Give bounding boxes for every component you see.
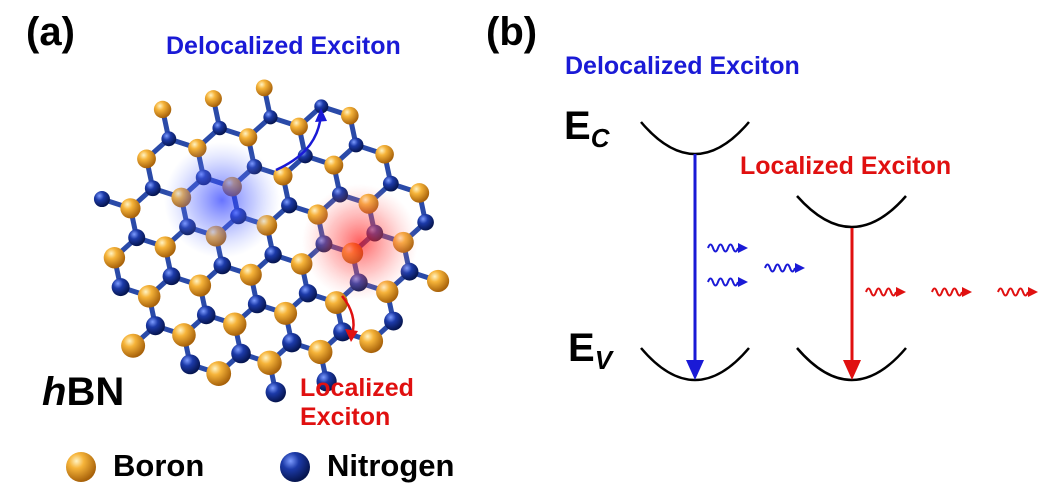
localized-photon-head xyxy=(896,287,906,297)
boron-atom xyxy=(137,285,161,308)
ev-main: E xyxy=(568,326,595,370)
nitrogen-atom xyxy=(264,245,282,264)
nitrogen-atom xyxy=(384,311,403,331)
nitrogen-atom xyxy=(297,148,313,164)
delocalized-arrow-head xyxy=(315,108,327,122)
localized-photon xyxy=(865,287,897,297)
nitrogen-atom xyxy=(161,131,177,147)
nitrogen-atom xyxy=(382,175,399,192)
valence-band-localized xyxy=(796,347,907,382)
nitrogen-atom xyxy=(144,180,161,197)
delocalized-transition-head xyxy=(686,360,704,380)
nitrogen-atom xyxy=(298,284,317,303)
boron-atom xyxy=(239,128,258,147)
localized-transition-head xyxy=(843,360,861,380)
boron-legend-icon xyxy=(66,452,96,482)
nitrogen-atom xyxy=(263,110,278,125)
delocalized-photon xyxy=(764,263,796,273)
boron-atom xyxy=(223,312,247,336)
localized-exciton-glow xyxy=(302,184,418,300)
emitted-photons xyxy=(707,243,1038,297)
nitrogen-atom xyxy=(162,267,181,286)
nitrogen-legend-label: Nitrogen xyxy=(327,448,455,483)
nitrogen-atom xyxy=(196,305,216,325)
nitrogen-atom xyxy=(247,294,267,314)
delocalized-motion-arrow xyxy=(275,114,323,172)
boron-atom xyxy=(154,236,176,258)
boron-atom xyxy=(290,117,308,136)
panel-a-label: (a) xyxy=(26,10,75,54)
localized-photon xyxy=(997,287,1029,297)
conduction-band-localized xyxy=(796,195,907,229)
exciton-glows xyxy=(164,142,418,300)
panel-a-delocalized-label: Delocalized Exciton xyxy=(166,32,401,60)
panel-a-localized-label-line1: Localized xyxy=(300,374,414,402)
nitrogen-atom xyxy=(348,137,364,153)
nitrogen-atom xyxy=(128,229,146,247)
delocalized-photon-head xyxy=(738,277,748,287)
boron-atom xyxy=(341,106,359,125)
boron-atom xyxy=(409,183,430,203)
delocalized-exciton-glow xyxy=(164,142,280,258)
delocalized-photon-head xyxy=(795,263,805,273)
nitrogen-atom xyxy=(282,333,302,353)
boron-atom xyxy=(359,329,384,354)
boron-atom xyxy=(120,198,141,219)
boron-atom xyxy=(239,263,262,286)
nitrogen-atom xyxy=(231,343,251,364)
boron-atom xyxy=(188,274,212,297)
ec-main: E xyxy=(564,104,591,148)
nitrogen-atom xyxy=(314,99,329,114)
boron-atom xyxy=(274,301,298,325)
panel-b-label: (b) xyxy=(486,10,538,54)
nitrogen-atom xyxy=(333,322,353,342)
boron-atom xyxy=(375,145,394,164)
nitrogen-atom xyxy=(265,381,286,403)
panel-b-delocalized-label: Delocalized Exciton xyxy=(565,52,800,80)
conduction-band-label: EC xyxy=(564,104,609,154)
localized-photon-head xyxy=(962,287,972,297)
panel-a-localized-label-line2: Exciton xyxy=(300,403,391,431)
boron-atom xyxy=(324,155,344,175)
hbn-label-prefix: h xyxy=(42,370,67,414)
localized-photon-head xyxy=(1028,287,1038,297)
boron-atom xyxy=(257,350,282,375)
localized-photon xyxy=(931,287,963,297)
boron-atom xyxy=(172,323,196,347)
boron-atom xyxy=(121,333,146,358)
nitrogen-atom xyxy=(111,278,130,297)
nitrogen-atom xyxy=(213,256,232,275)
boron-atom xyxy=(103,247,126,269)
boron-atom xyxy=(137,149,156,169)
hbn-label: hBN xyxy=(42,370,124,415)
boron-atom xyxy=(273,166,293,186)
delocalized-photon-head xyxy=(738,243,748,253)
ev-subscript: V xyxy=(594,345,613,375)
conduction-band-delocalized xyxy=(640,121,750,156)
valence-band-label: EV xyxy=(568,326,612,376)
nitrogen-atom xyxy=(212,120,227,136)
nitrogen-atom xyxy=(145,316,165,336)
boron-atom xyxy=(255,79,273,97)
boron-atom xyxy=(206,361,232,386)
localized-arrow-head xyxy=(345,329,358,342)
panel-b-localized-label: Localized Exciton xyxy=(740,152,952,180)
nitrogen-atom xyxy=(180,354,201,375)
nitrogen-atom xyxy=(316,371,337,392)
ec-subscript: C xyxy=(590,123,610,153)
nitrogen-atom xyxy=(93,191,110,208)
nitrogen-atom xyxy=(281,197,298,214)
boron-atom xyxy=(153,100,172,119)
boron-atom xyxy=(426,269,450,293)
nitrogen-legend-icon xyxy=(280,452,310,482)
delocalized-photon xyxy=(707,243,739,253)
hbn-label-suffix: BN xyxy=(66,370,125,414)
delocalized-photon xyxy=(707,277,739,287)
nitrogen-atom xyxy=(417,213,434,231)
boron-legend-label: Boron xyxy=(113,448,205,483)
boron-atom xyxy=(204,90,222,108)
boron-atom xyxy=(308,339,333,365)
